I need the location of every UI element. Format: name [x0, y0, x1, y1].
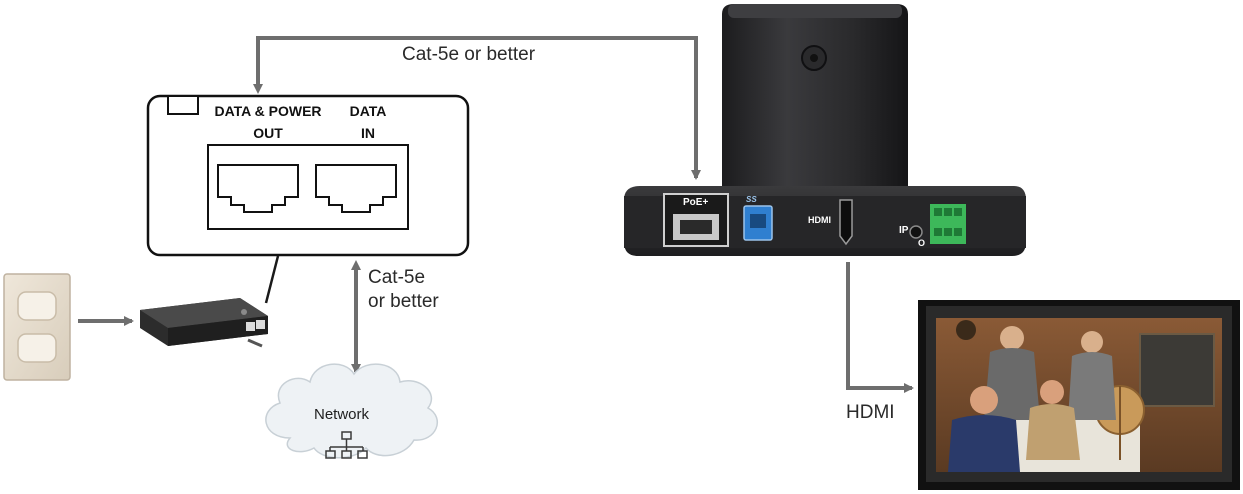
injector-in-label: DATA IN — [328, 100, 408, 144]
zoom-leader-line — [264, 255, 280, 304]
injector-in-label-line1: DATA — [349, 103, 387, 119]
network-label: Network — [314, 406, 370, 423]
injector-out-label-line2: OUT — [253, 125, 283, 141]
camera-ip-button — [909, 225, 923, 239]
network-cable-label-line2: or better — [368, 291, 439, 312]
display-monitor — [918, 300, 1240, 490]
wall-outlet-icon — [3, 273, 71, 381]
rj45-in-port-icon — [315, 164, 397, 213]
network-cable-label-line1: Cat-5e — [368, 267, 426, 288]
network-cable-label: Cat-5e or better — [368, 266, 439, 314]
network-cloud-icon — [265, 363, 439, 459]
camera-poe-label: PoE+ — [683, 197, 709, 208]
hdmi-cable-arrow — [846, 262, 914, 393]
camera-ir-label: O — [918, 238, 926, 248]
monitor-screen-image — [936, 318, 1222, 472]
top-cable-label: Cat-5e or better — [402, 44, 536, 65]
camera-hdmi-port — [839, 199, 853, 246]
network-topology-icon — [325, 431, 368, 459]
injector-in-label-line2: IN — [361, 125, 375, 141]
injector-out-label: DATA & POWER OUT — [198, 100, 338, 144]
rj45-out-port-icon — [217, 164, 299, 213]
camera-usb-label: SS — [746, 195, 757, 204]
poe-cable-arrow — [253, 36, 701, 180]
ptz-camera — [624, 4, 1026, 256]
camera-terminal-block — [930, 204, 966, 244]
poe-injector-icon — [140, 298, 268, 348]
hdmi-cable-label: HDMI — [846, 402, 895, 423]
camera-ip-label: IP — [899, 225, 909, 236]
camera-hdmi-label: HDMI — [808, 215, 831, 225]
injector-out-label-line1: DATA & POWER — [214, 103, 322, 119]
